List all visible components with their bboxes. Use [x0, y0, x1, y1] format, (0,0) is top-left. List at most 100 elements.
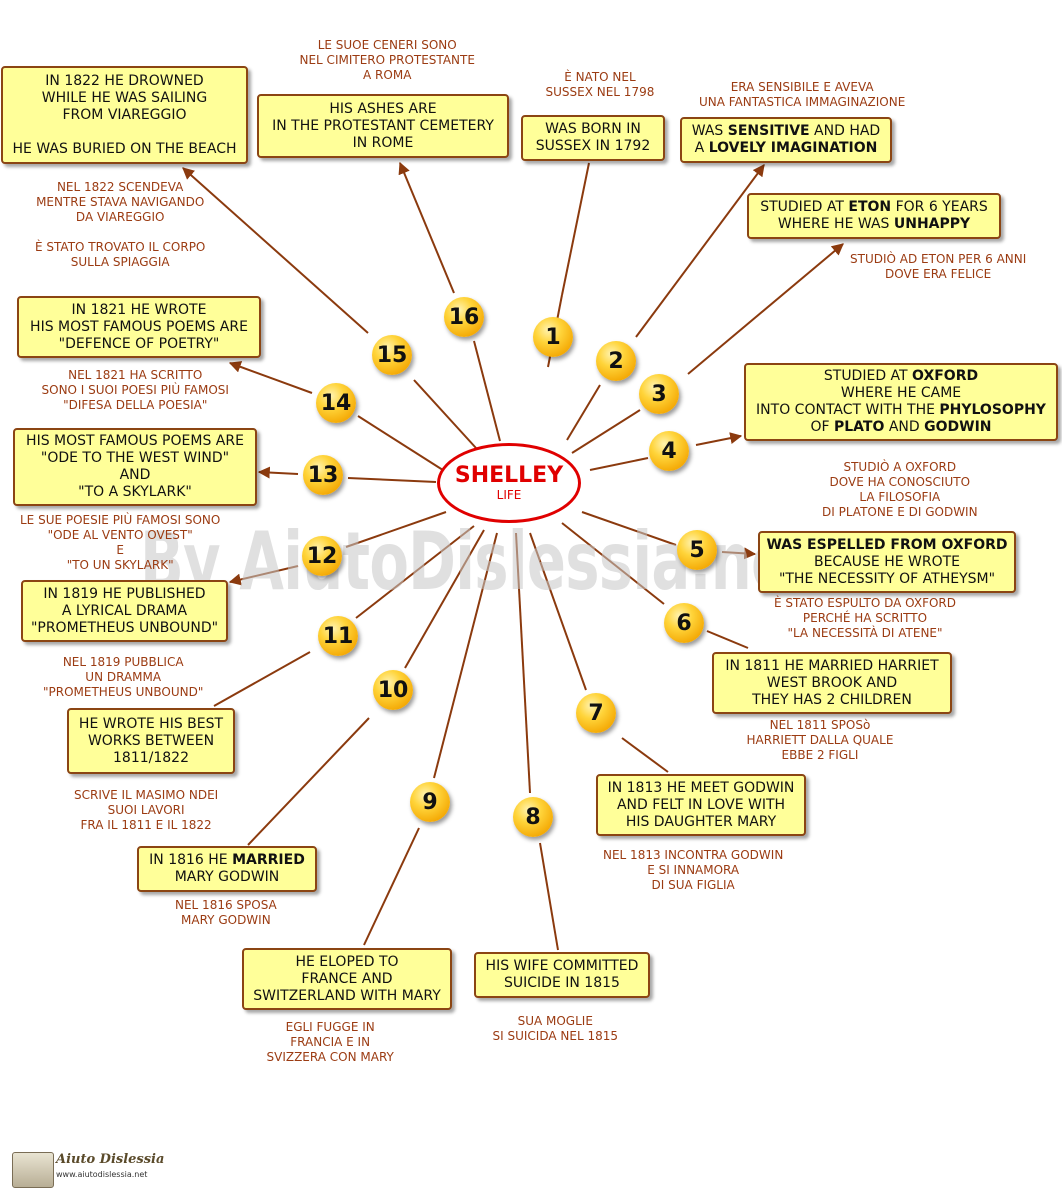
fact-box-5-text-part: WAS ESPELLED FROM OXFORD: [766, 536, 1008, 553]
central-node: SHELLEY LIFE: [437, 443, 581, 523]
fact-box-4-text-part: STUDIED AT: [823, 368, 913, 384]
translation-note-15: NEL 1822 SCENDEVA MENTRE STAVA NAVIGANDO…: [35, 180, 206, 269]
translation-note-8: SUA MOGLIE SI SUICIDA NEL 1815: [492, 1014, 618, 1043]
number-badge-11: 11: [318, 616, 358, 656]
translation-note-14: NEL 1821 HA SCRITTO SONO I SUOI POESI PI…: [41, 368, 229, 412]
connector-center-to-12: [345, 511, 447, 548]
number-badge-13: 13: [303, 455, 343, 495]
fact-box-10: IN 1816 HE MARRIED MARY GODWIN: [137, 846, 317, 892]
number-badge-9: 9: [410, 782, 450, 822]
connector-4-to-box: [695, 432, 743, 446]
logo: Aiuto Dislessia www.aiutodislessia.net: [12, 1150, 172, 1188]
connector-13-to-box: [257, 466, 299, 479]
number-badge-1: 1: [533, 317, 573, 357]
fact-box-13: HIS MOST FAMOUS POEMS ARE "ODE TO THE WE…: [13, 428, 257, 506]
logo-url: www.aiutodislessia.net: [56, 1170, 148, 1179]
translation-note-4: STUDIÒ A OXFORD DOVE HA CONOSCIUTO LA FI…: [822, 460, 978, 519]
connector-center-to-4: [589, 457, 649, 471]
translation-note-16: LE SUOE CENERI SONO NEL CIMITERO PROTEST…: [299, 38, 475, 82]
fact-box-5: WAS ESPELLED FROM OXFORD BECAUSE HE WROT…: [758, 531, 1016, 593]
fact-box-9: HE ELOPED TO FRANCE AND SWITZERLAND WITH…: [242, 948, 452, 1010]
fact-box-3-text-part: FOR 6 YEARS WHERE HE WAS: [777, 199, 988, 232]
connector-center-to-10: [404, 529, 485, 669]
logo-name: Aiuto Dislessia: [56, 1152, 165, 1167]
number-badge-2: 2: [596, 341, 636, 381]
central-subtitle: LIFE: [496, 488, 522, 502]
connector-center-to-5: [581, 511, 677, 546]
fact-box-3: STUDIED AT ETON FOR 6 YEARS WHERE HE WAS…: [747, 193, 1001, 239]
connector-11-to-box: [213, 651, 311, 707]
fact-box-4-text-part: AND: [884, 419, 925, 435]
fact-box-4-text-part: OXFORD: [912, 368, 979, 384]
connector-center-to-15: [413, 379, 477, 449]
fact-box-5-text-part: BECAUSE HE WROTE "THE NECESSITY OF ATHEY…: [778, 553, 996, 587]
fact-box-4-text-part: PHYLOSOPHY: [939, 402, 1046, 418]
fact-box-4-text-part: PLATO: [834, 419, 885, 435]
fact-box-10-text-part: MARY GODWIN: [174, 869, 280, 885]
number-badge-10: 10: [373, 670, 413, 710]
fact-box-10-text-part: IN 1816 HE: [149, 852, 233, 868]
connector-9-to-box: [363, 827, 420, 946]
fact-box-7: IN 1813 HE MEET GODWIN AND FELT IN LOVE …: [596, 774, 806, 836]
fact-box-2-text-part: AND HAD A: [694, 123, 881, 156]
translation-note-2: ERA SENSIBILE E AVEVA UNA FANTASTICA IMM…: [699, 80, 906, 109]
translation-note-1: È NATO NEL SUSSEX NEL 1798: [545, 70, 655, 99]
connector-14-to-box: [228, 361, 313, 394]
connector-5-to-box: [721, 547, 757, 560]
translation-note-5: È STATO ESPULTO DA OXFORD PERCHÉ HA SCRI…: [774, 596, 956, 640]
number-badge-14: 14: [316, 383, 356, 423]
connector-7-to-box: [621, 737, 669, 773]
connector-12-to-box: [228, 565, 299, 586]
fact-box-10-text-part: MARRIED: [232, 852, 305, 868]
translation-note-9: EGLI FUGGE IN FRANCIA E IN SVIZZERA CON …: [266, 1020, 394, 1064]
connector-center-to-7: [529, 532, 587, 691]
fact-box-3-text-part: ETON: [848, 199, 892, 215]
number-badge-16: 16: [444, 297, 484, 337]
fact-box-16: HIS ASHES ARE IN THE PROTESTANT CEMETERY…: [257, 94, 509, 158]
fact-box-4-text-part: GODWIN: [924, 419, 992, 435]
fact-box-1: WAS BORN IN SUSSEX IN 1792: [521, 115, 665, 161]
fact-box-14: IN 1821 HE WROTE HIS MOST FAMOUS POEMS A…: [17, 296, 261, 358]
connector-6-to-box: [706, 630, 749, 649]
connector-3-to-box: [687, 243, 844, 375]
connector-center-to-9: [433, 532, 498, 779]
connector-15-to-box: [182, 167, 369, 334]
translation-note-12: NEL 1819 PUBBLICA UN DRAMMA "PROMETHEUS …: [43, 655, 204, 699]
fact-box-4: STUDIED AT OXFORD WHERE HE CAME INTO CON…: [744, 363, 1058, 441]
watermark: By AiutoDislessia.net: [140, 515, 817, 608]
fact-box-2-text-part: SENSITIVE: [727, 123, 810, 139]
fact-box-4-text-part: WHERE HE CAME INTO CONTACT WITH THE: [756, 385, 962, 418]
number-badge-4: 4: [649, 431, 689, 471]
fact-box-2-text-part: LOVELY IMAGINATION: [708, 140, 878, 156]
number-badge-6: 6: [664, 603, 704, 643]
connector-center-to-3: [571, 409, 641, 454]
translation-note-10: NEL 1816 SPOSA MARY GODWIN: [175, 898, 277, 927]
translation-note-7: NEL 1813 INCONTRA GODWIN E SI INNAMORA D…: [603, 848, 784, 892]
translation-note-11: SCRIVE IL MASIMO NDEI SUOI LAVORI FRA IL…: [74, 788, 219, 832]
fact-box-2: WAS SENSITIVE AND HAD A LOVELY IMAGINATI…: [680, 117, 892, 163]
fact-box-4-text-part: OF: [810, 419, 830, 435]
connector-8-to-box: [539, 842, 559, 951]
fact-box-12: IN 1819 HE PUBLISHED A LYRICAL DRAMA "PR…: [21, 580, 228, 642]
number-badge-15: 15: [372, 335, 412, 375]
fact-box-2-text-part: WAS: [691, 123, 728, 139]
fact-box-8: HIS WIFE COMMITTED SUICIDE IN 1815: [474, 952, 650, 998]
translation-note-13: LE SUE POESIE PIÙ FAMOSI SONO "ODE AL VE…: [20, 513, 221, 572]
fact-box-3-text-part: UNHAPPY: [893, 216, 971, 232]
translation-note-6: NEL 1811 SPOSò HARRIETT DALLA QUALE EBBE…: [746, 718, 894, 762]
number-badge-7: 7: [576, 693, 616, 733]
connector-center-to-16: [473, 340, 501, 442]
number-badge-12: 12: [302, 536, 342, 576]
connector-10-to-box: [247, 717, 370, 846]
connector-1-to-box: [561, 162, 590, 296]
connector-center-to-8: [515, 532, 531, 794]
number-badge-5: 5: [677, 530, 717, 570]
fact-box-11: HE WROTE HIS BEST WORKS BETWEEN 1811/182…: [67, 708, 235, 774]
connector-center-to-11: [355, 525, 475, 619]
connector-16-to-box: [398, 161, 455, 294]
connector-center-to-6: [561, 522, 665, 605]
connector-center-to-2: [566, 384, 601, 441]
number-badge-3: 3: [639, 374, 679, 414]
number-badge-8: 8: [513, 797, 553, 837]
